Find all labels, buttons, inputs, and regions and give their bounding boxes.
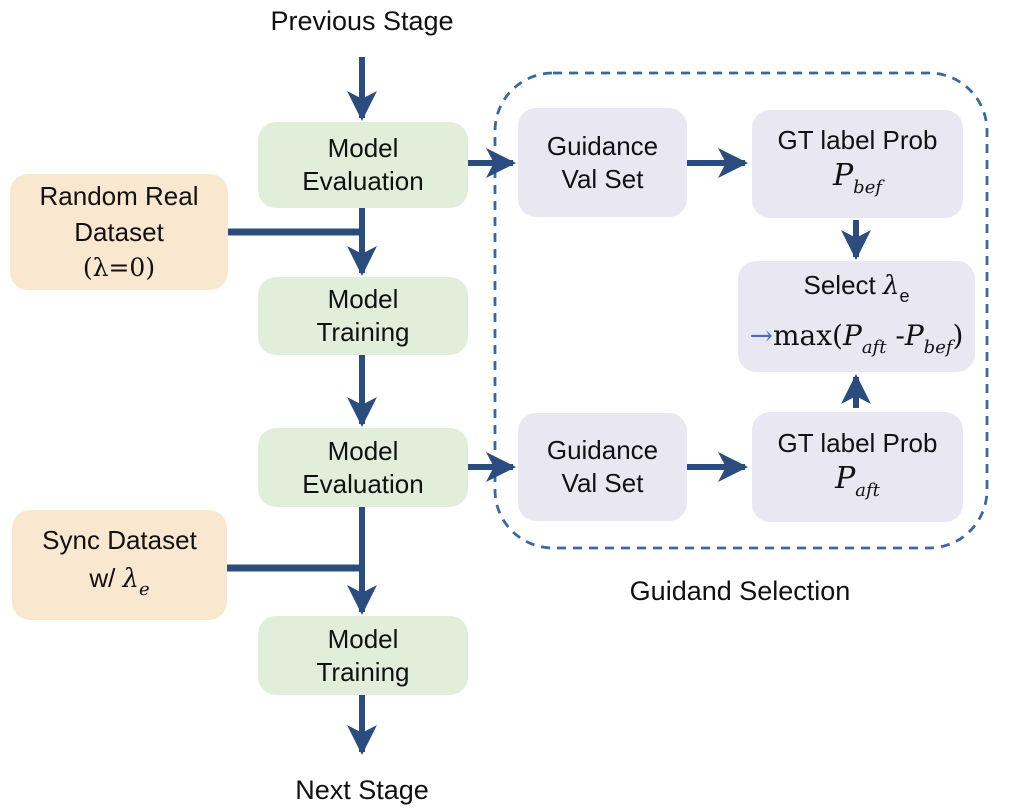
guidance-val-bottom-line2: Val Set [561,468,644,498]
guidance-val-set-top-box: Guidance Val Set [518,108,687,217]
select-lambda-line2: →max(Paft -Pbef) [750,319,964,364]
select-lambda-subscript: e [899,286,910,306]
p-aft-subscript: aft [861,337,887,359]
gt-label-prob-bef-box: GT label Prob Pbef [752,110,963,218]
guidance-val-set-bottom-box: Guidance Val Set [518,413,687,521]
random-real-line1: Random Real [39,181,199,211]
model-training-2-box: Model Training [258,616,468,695]
gt-label-prob-aft-box: GT label Prob Paft [752,412,963,522]
p-bef-subscript: bef [853,177,883,199]
minus-sign: - [886,319,905,352]
model-evaluation-2-box: Model Evaluation [258,428,468,507]
model-evaluation-1-line2: Evaluation [302,166,424,196]
random-real-dataset-box: Random Real Dataset (λ=0) [10,174,228,290]
p-bef-subscript2: bef [923,337,953,359]
p-bef-symbol: P [904,319,924,352]
select-lambda-box: Select λe →max(Paft -Pbef) [738,261,975,372]
select-text: Select [803,269,883,300]
p-aft-symbol: P [842,319,862,352]
model-evaluation-1-box: Model Evaluation [258,122,468,208]
guidance-selection-dashed-border [493,71,989,550]
lambda-subscript: e [139,579,150,601]
p-symbol-aft: P [835,460,856,496]
gt-aft-formula: Paft [835,462,880,507]
model-training-1-line2: Training [316,317,410,347]
model-evaluation-1-line1: Model [327,133,399,163]
gt-aft-line1: GT label Prob [777,427,938,458]
close-paren: ) [952,319,964,352]
select-lambda-symbol: λ [883,270,900,301]
model-training-1-line1: Model [327,284,399,314]
random-real-lambda-zero: (λ=0) [82,253,156,282]
p-symbol: P [832,157,854,193]
model-evaluation-2-line1: Model [327,435,399,466]
model-training-1-box: Model Training [258,277,468,355]
guidance-selection-caption: Guidand Selection [629,576,851,606]
max-function-text: max( [773,319,843,352]
lambda-symbol: λ [122,563,140,594]
p-aft-subscript2: aft [855,480,880,502]
next-stage-label: Next Stage [295,775,429,805]
sync-dataset-line1: Sync Dataset [42,524,197,555]
random-real-line2: Dataset [74,217,164,247]
gt-bef-line1: GT label Prob [777,124,938,155]
model-training-2-line2: Training [316,656,410,687]
guidance-val-top-line1: Guidance [546,130,659,161]
sync-dataset-box: Sync Dataset w/ λe [12,510,227,620]
guidance-val-bottom-line1: Guidance [546,435,659,465]
sync-dataset-line2: w/ λe [89,559,149,609]
guidance-val-top-line2: Val Set [561,163,644,194]
sync-dataset-w-prefix: w/ [89,562,123,593]
select-lambda-line1: Select λe [804,269,910,313]
maps-to-arrow-icon: → [749,319,773,352]
previous-stage-label: Previous Stage [270,6,454,36]
model-training-2-line1: Model [327,623,399,654]
model-evaluation-2-line2: Evaluation [302,468,424,499]
gt-bef-formula: Pbef [833,159,882,204]
